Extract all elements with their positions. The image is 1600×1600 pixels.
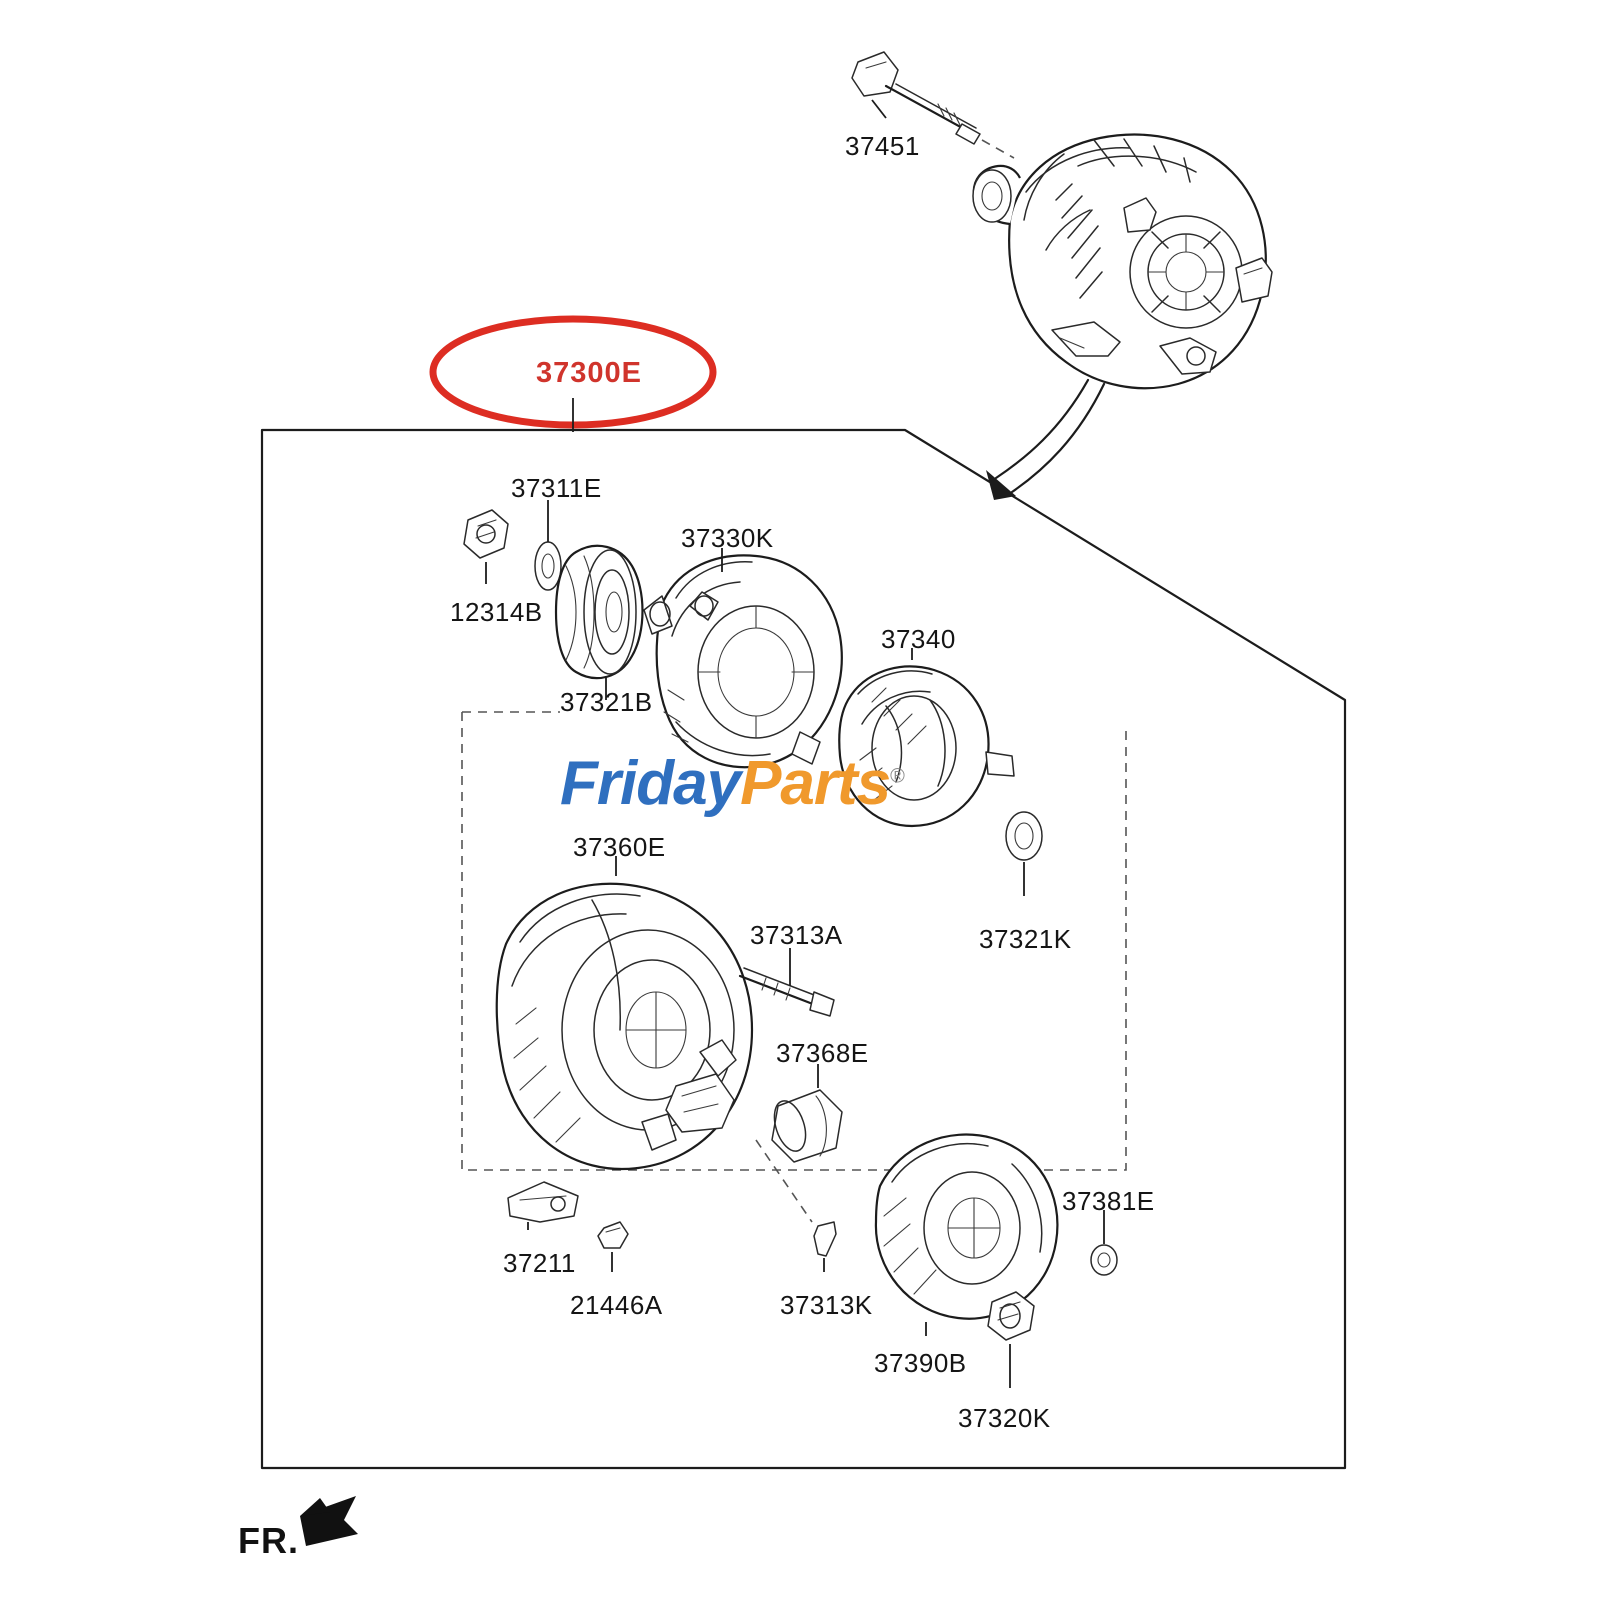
part-37321K bbox=[1005, 811, 1043, 896]
part-37211 bbox=[507, 1181, 579, 1230]
part-label-37321K: 37321K bbox=[979, 924, 1072, 954]
part-12314B bbox=[463, 509, 509, 584]
part-label-37313K: 37313K bbox=[780, 1290, 873, 1320]
part-37381E bbox=[1090, 1210, 1118, 1276]
bolt-37451 bbox=[851, 51, 981, 145]
part-37330K bbox=[643, 548, 843, 769]
part-label-37320K: 37320K bbox=[958, 1403, 1051, 1433]
part-37320K bbox=[987, 1291, 1035, 1388]
part-label-12314B: 12314B bbox=[450, 597, 543, 627]
assembly-boundary bbox=[260, 428, 1347, 1470]
part-label-37390B: 37390B bbox=[874, 1348, 967, 1378]
part-37390B bbox=[874, 1133, 1059, 1336]
part-label-37330K: 37330K bbox=[681, 523, 774, 553]
part-label-37368E: 37368E bbox=[776, 1038, 869, 1068]
part-label-37360E: 37360E bbox=[573, 832, 666, 862]
part-label-37321B: 37321B bbox=[560, 687, 653, 717]
watermark-part2: Parts bbox=[740, 749, 891, 818]
part-label-37340: 37340 bbox=[881, 624, 956, 654]
callout-37300E: 37300E bbox=[536, 357, 642, 389]
part-37368E bbox=[771, 1064, 843, 1163]
front-direction-arrow bbox=[300, 1496, 358, 1546]
watermark: FridayParts® bbox=[560, 748, 905, 819]
part-37360E bbox=[495, 856, 754, 1171]
part-37321B bbox=[554, 544, 644, 700]
pointer-arrow bbox=[986, 470, 1016, 500]
watermark-registered: ® bbox=[890, 765, 905, 788]
part-37340 bbox=[838, 648, 1015, 828]
part-21446A bbox=[597, 1221, 629, 1272]
part-37311E bbox=[534, 500, 562, 591]
part-label-37313A: 37313A bbox=[750, 920, 843, 950]
part-37313A bbox=[738, 948, 835, 1017]
complete-alternator-illustration bbox=[972, 133, 1273, 390]
part-label-37311E: 37311E bbox=[511, 473, 602, 503]
orientation-label: FR. bbox=[238, 1520, 299, 1561]
part-label-37381E: 37381E bbox=[1062, 1186, 1155, 1216]
assembly-guide-path bbox=[461, 712, 1127, 1171]
part-label-37211: 37211 bbox=[503, 1248, 576, 1278]
part-37313K bbox=[755, 1139, 837, 1272]
watermark-part1: Friday bbox=[560, 749, 741, 818]
part-label-37451: 37451 bbox=[845, 131, 920, 161]
part-label-21446A: 21446A bbox=[570, 1290, 663, 1320]
